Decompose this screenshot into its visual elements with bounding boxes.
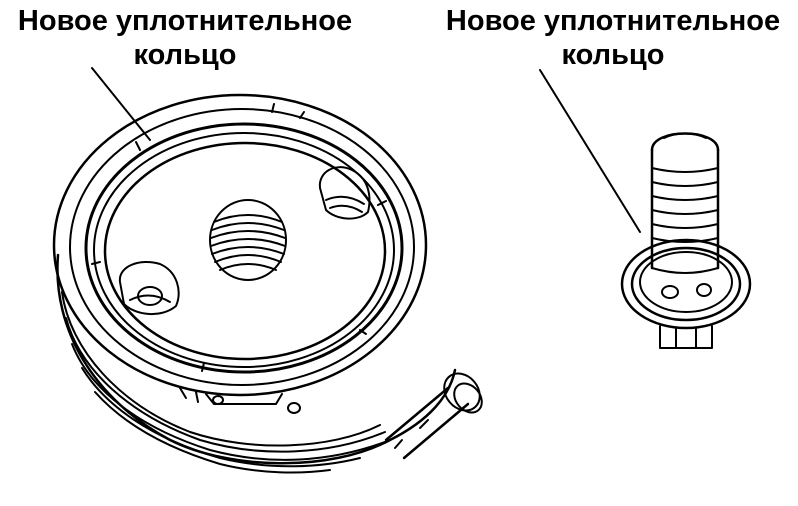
callout-left-line2: кольцо	[133, 39, 237, 71]
callout-left-line1: Новое уплотнительное	[17, 5, 353, 37]
coolant-pipe	[384, 372, 483, 460]
hollow-bolt	[539, 69, 752, 349]
callout-right-line1: Новое уплотнительное	[445, 5, 781, 37]
callout-label-left: Новое уплотнительное кольцо	[4, 4, 366, 72]
oil-port-upper	[318, 166, 371, 220]
callout-right-line2: кольцо	[561, 39, 665, 71]
callout-label-right: Новое уплотнительное кольцо	[432, 4, 794, 72]
oil-port-lower	[118, 261, 180, 315]
oil-cooler	[52, 67, 483, 474]
center-threaded-hole	[209, 199, 287, 281]
